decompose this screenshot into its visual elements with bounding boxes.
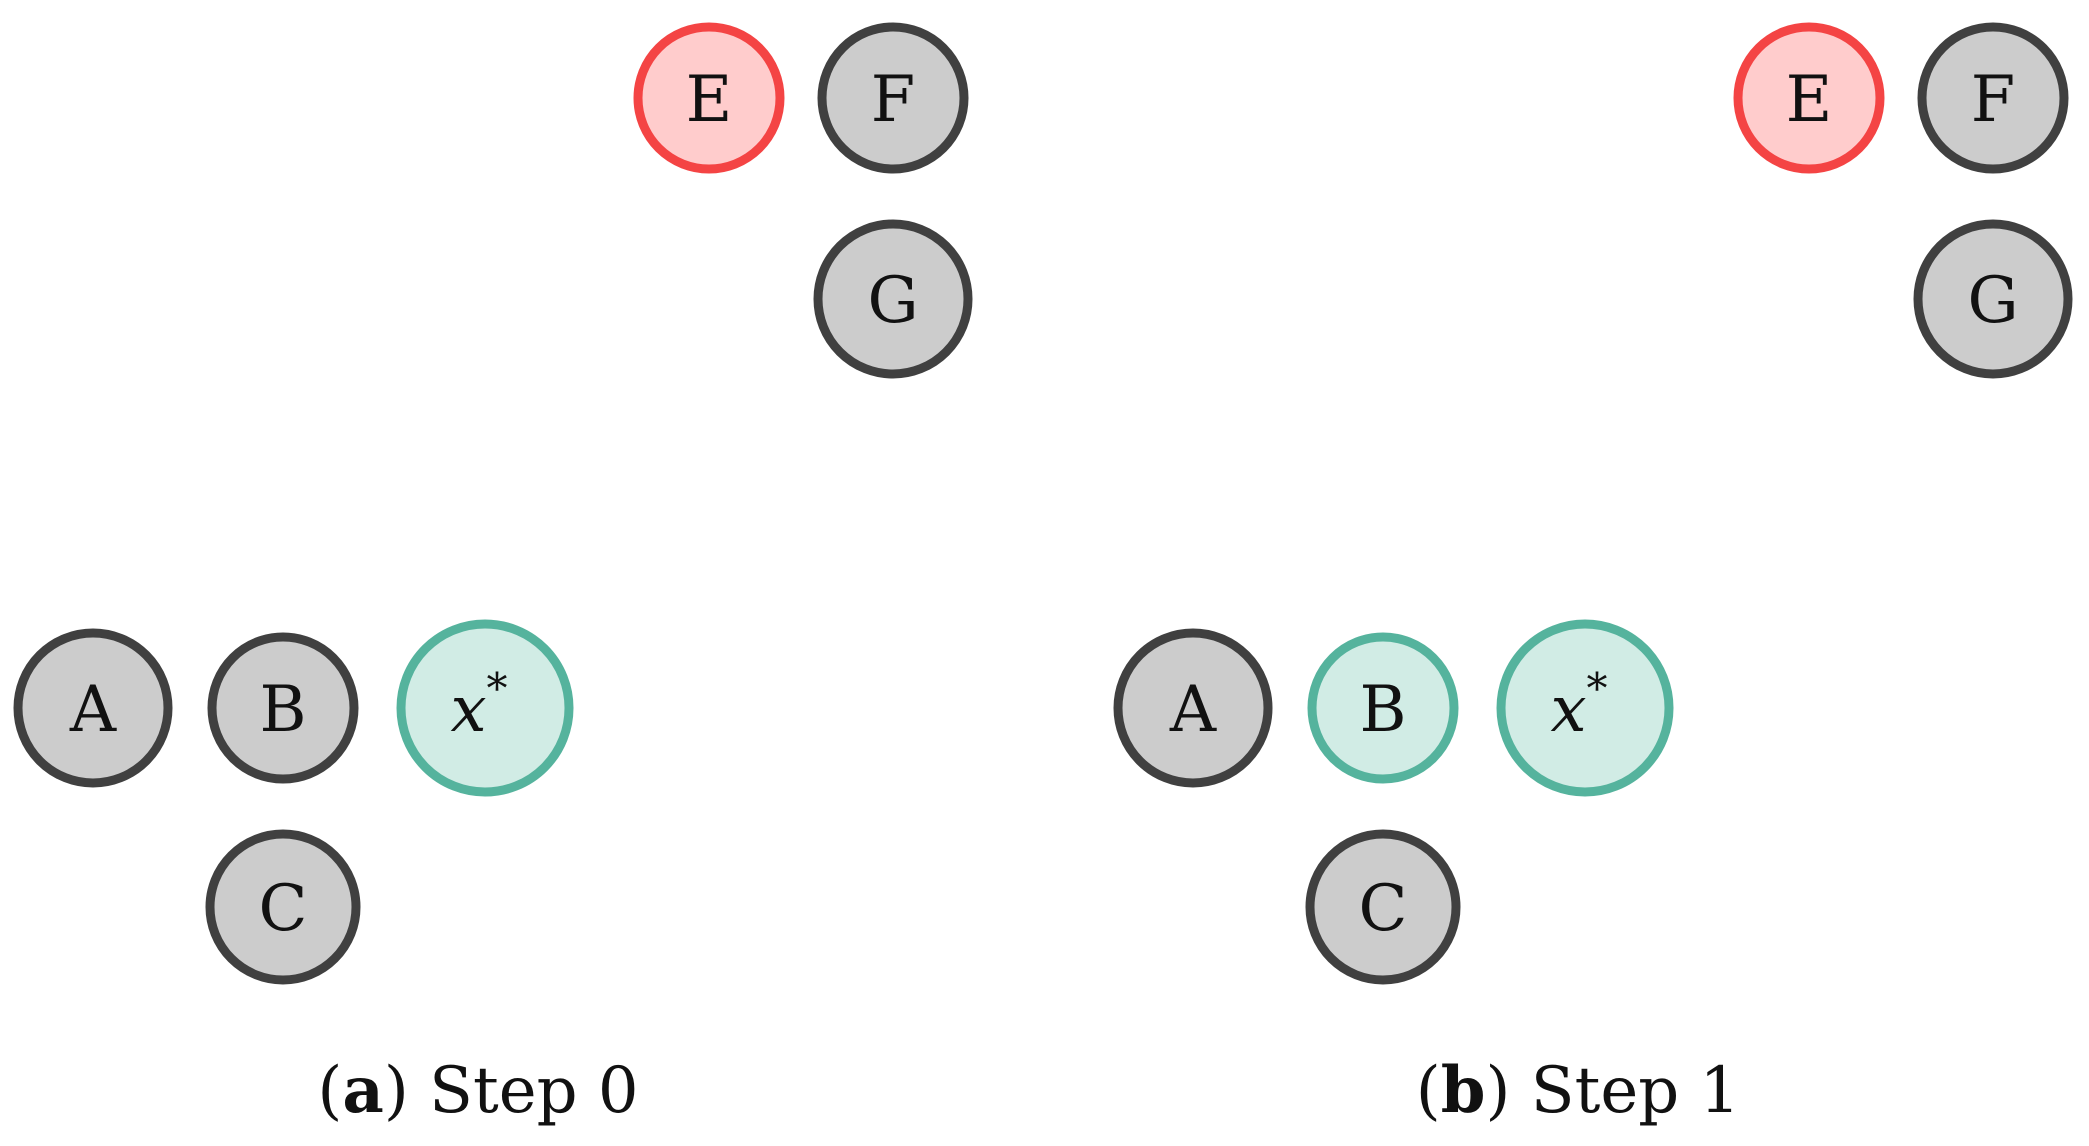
svg-text:E: E xyxy=(686,63,733,137)
svg-text:B: B xyxy=(1359,673,1406,747)
panel-a-node-g: G xyxy=(813,219,973,379)
panel-b-node-f: F xyxy=(1917,22,2069,174)
panel-a-node-x-star: x* xyxy=(396,619,574,797)
svg-text:E: E xyxy=(1786,63,1833,137)
svg-text:x*: x* xyxy=(450,664,507,747)
svg-text:F: F xyxy=(1971,63,2015,137)
svg-text:F: F xyxy=(871,63,915,137)
panel-b-x-star-base: x xyxy=(1550,673,1586,747)
panel-b: E F G A B x* C xyxy=(1113,22,2073,1128)
panel-a-x-star-base: x xyxy=(450,673,486,747)
panel-a-node-e: E xyxy=(633,22,785,174)
panel-b-node-c: C xyxy=(1305,829,1461,985)
panel-b-x-star-sup: * xyxy=(1587,664,1608,713)
svg-text:A: A xyxy=(1169,673,1217,747)
panel-a-node-b: B xyxy=(207,632,359,784)
svg-text:A: A xyxy=(69,673,117,747)
svg-text:C: C xyxy=(259,872,308,946)
svg-text:G: G xyxy=(867,264,918,338)
panel-b-node-x-star: x* xyxy=(1496,619,1674,797)
panel-a-node-c: C xyxy=(205,829,361,985)
panel-b-node-b: B xyxy=(1307,632,1459,784)
panel-a-caption: (a) Step 0 xyxy=(317,1053,638,1128)
panel-b-node-g: G xyxy=(1913,219,2073,379)
panel-a-node-f: F xyxy=(817,22,969,174)
svg-text:G: G xyxy=(1967,264,2018,338)
panel-a-node-a: A xyxy=(13,628,173,788)
panel-b-node-e: E xyxy=(1733,22,1885,174)
svg-text:C: C xyxy=(1359,872,1408,946)
panel-b-caption: (b) Step 1 xyxy=(1416,1053,1741,1128)
panel-a: E F G A B x* C xyxy=(13,22,973,1128)
panel-a-x-star-sup: * xyxy=(487,664,508,713)
svg-text:x*: x* xyxy=(1550,664,1607,747)
panel-b-node-a: A xyxy=(1113,628,1273,788)
svg-text:B: B xyxy=(259,673,306,747)
